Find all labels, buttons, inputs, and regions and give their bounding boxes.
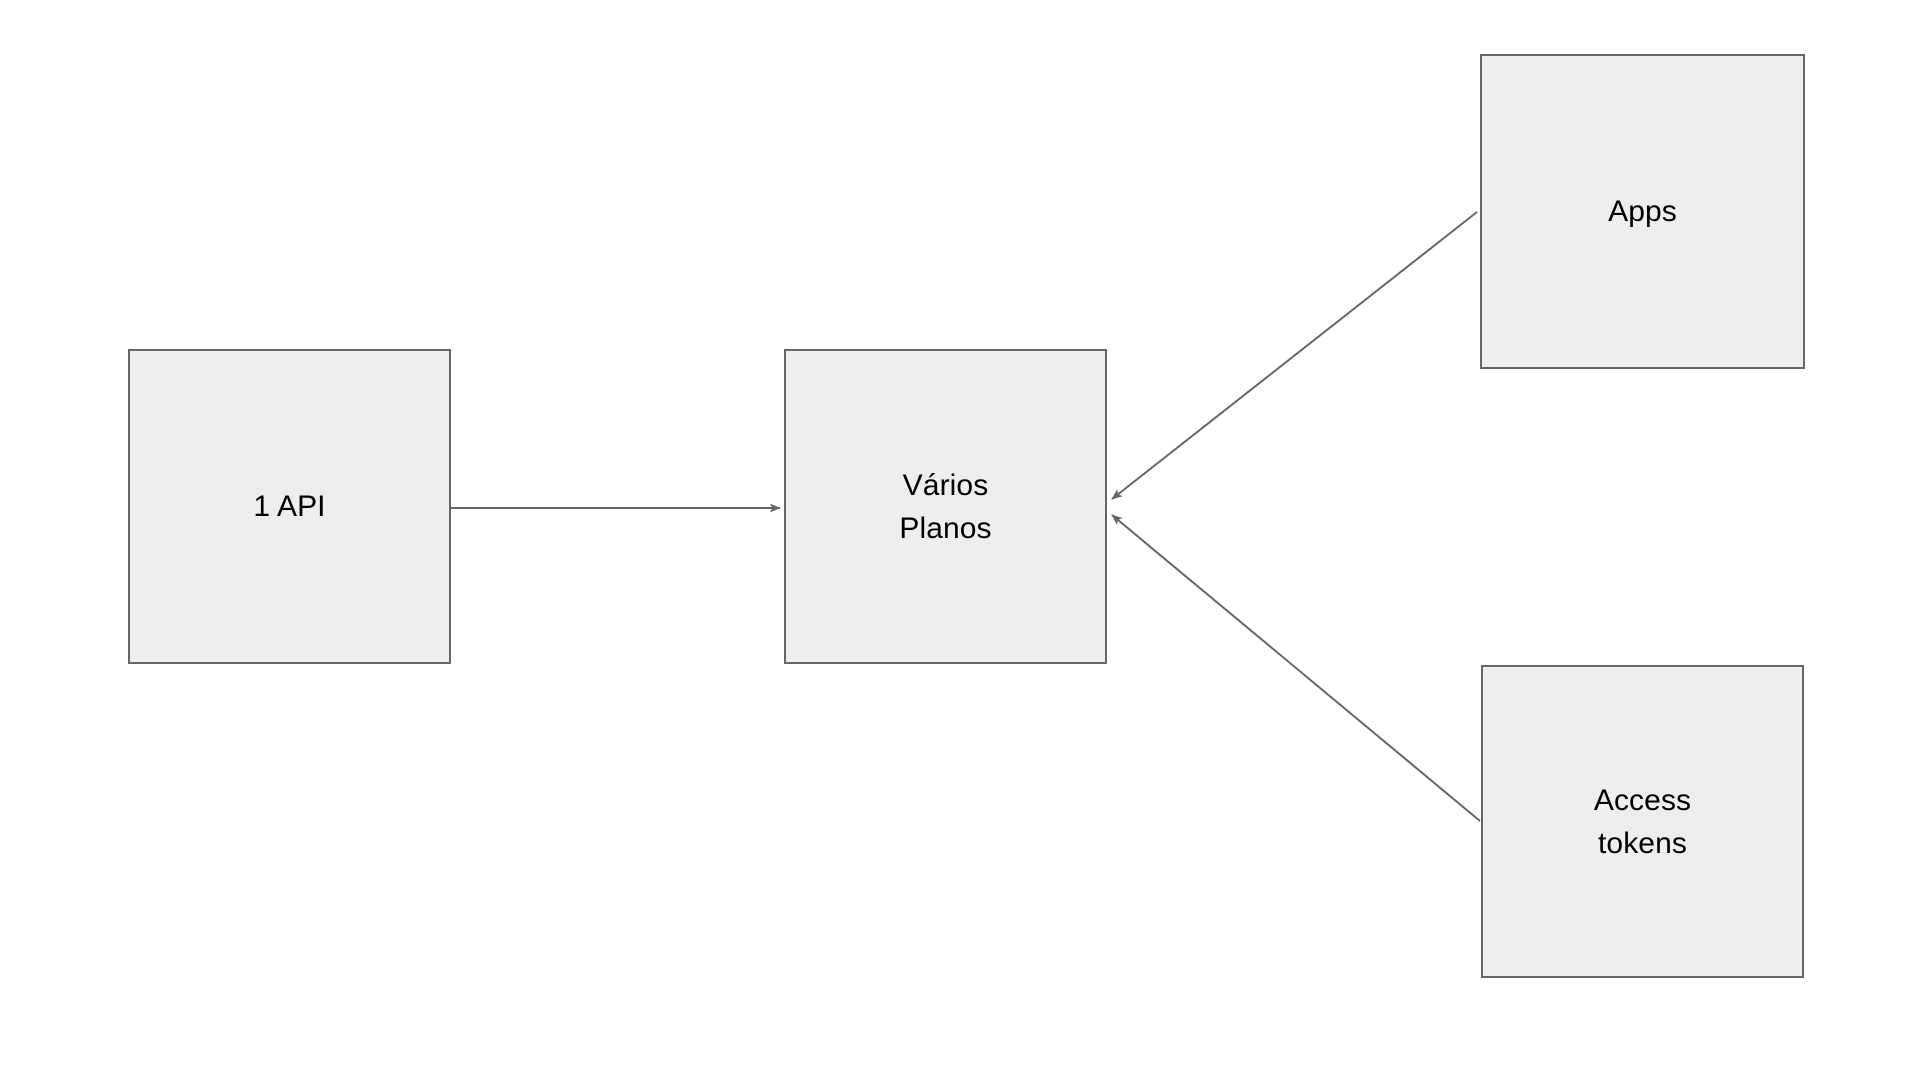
node-apps-label: Apps — [1608, 195, 1677, 228]
edge-apps-to-planos — [1111, 211, 1478, 500]
node-apps[interactable]: Apps — [1480, 54, 1805, 369]
node-varios-planos-label: Vários Planos — [899, 468, 992, 545]
node-api-label: 1 API — [253, 490, 326, 523]
edge-tokens-to-planos — [1111, 514, 1481, 822]
node-varios-planos[interactable]: Vários Planos — [784, 349, 1107, 664]
node-api[interactable]: 1 API — [128, 349, 451, 664]
node-access-tokens-label: Access tokens — [1593, 783, 1692, 860]
node-access-tokens[interactable]: Access tokens — [1481, 665, 1804, 978]
